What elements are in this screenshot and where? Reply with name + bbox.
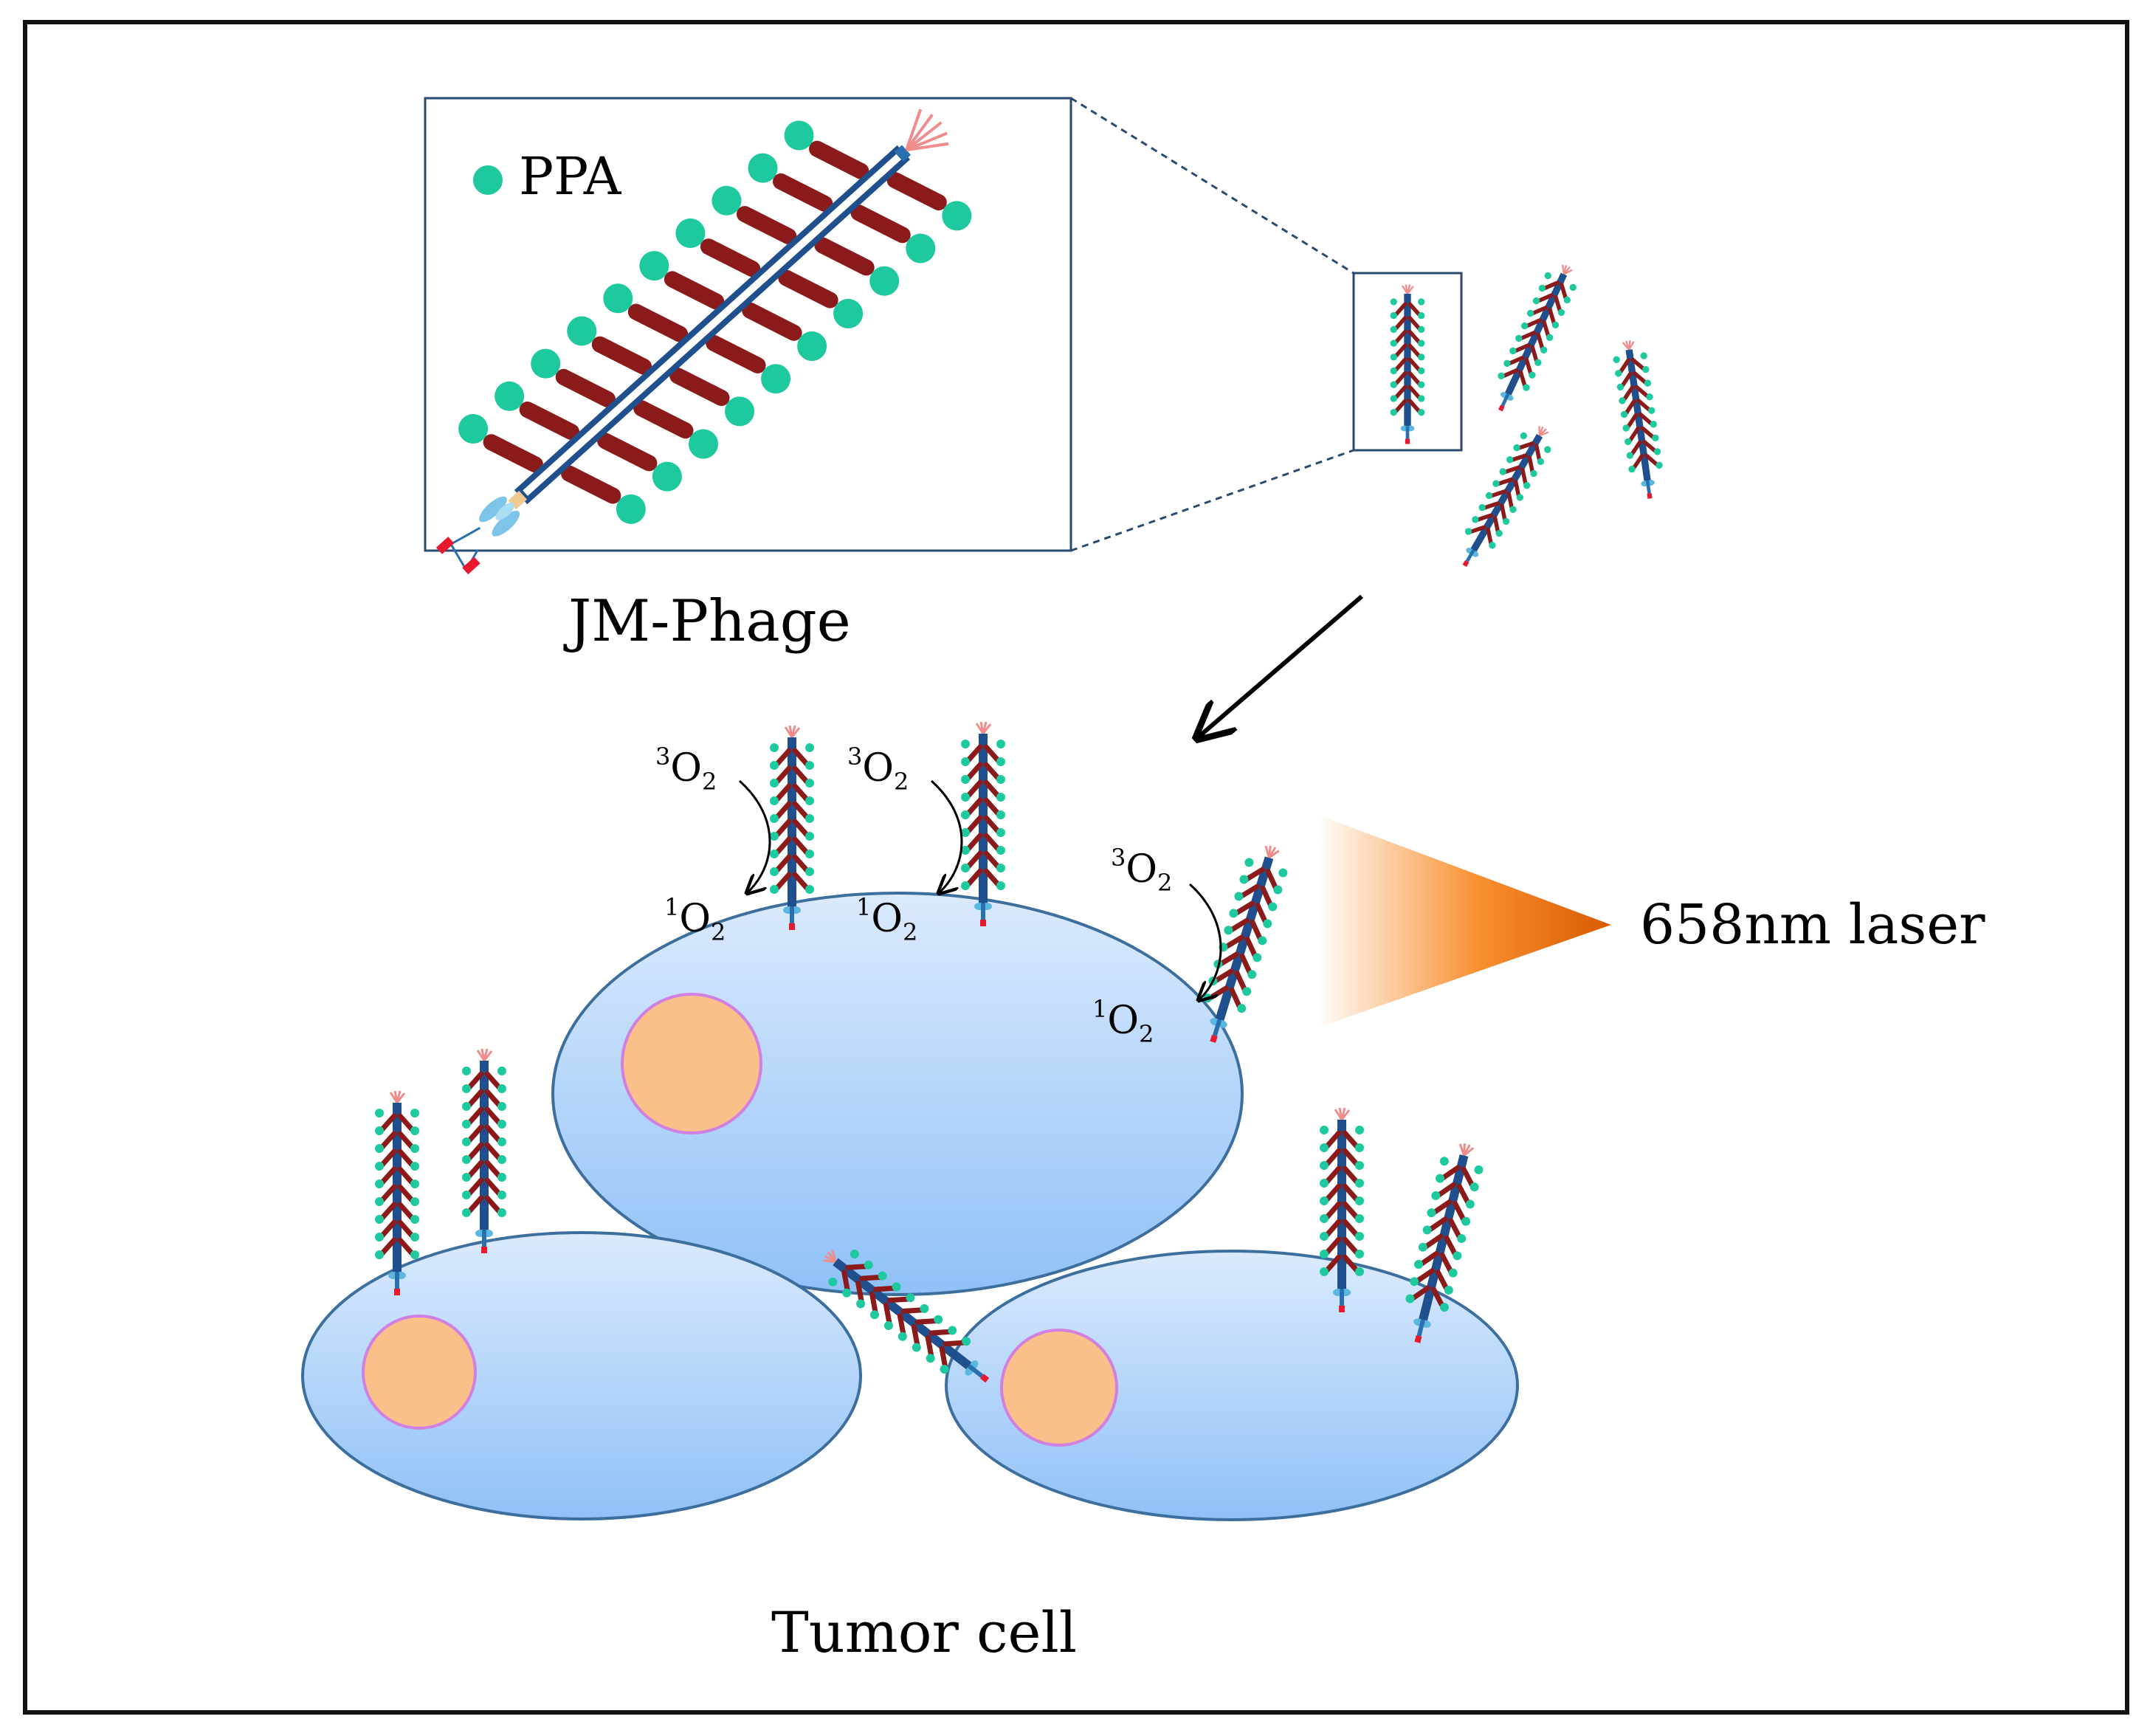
singlet-oxygen-label: 1O2 <box>664 893 726 946</box>
coat-protein-subunits <box>483 140 947 504</box>
ppa-molecule <box>833 298 864 328</box>
phage-base-proteins <box>435 490 527 575</box>
singlet-oxygen-label: 1O2 <box>1092 995 1154 1048</box>
ppa-molecule <box>567 316 597 346</box>
ppa-molecule <box>639 251 669 281</box>
coat-protein-subunit <box>664 271 725 310</box>
conversion-arrow <box>1188 883 1222 1000</box>
zoom-callout <box>1070 97 1463 552</box>
ppa-molecule <box>725 396 755 427</box>
coat-protein-subunit <box>742 302 802 341</box>
coat-protein-subunit <box>483 434 543 473</box>
outer-frame <box>23 20 2129 1715</box>
ppa-molecule <box>495 381 525 411</box>
ppa-molecule <box>784 120 814 151</box>
coat-protein-subunit <box>633 400 694 439</box>
cell-nucleus <box>1000 1329 1118 1447</box>
jm-phage-illustration <box>435 108 972 575</box>
ppa-legend-icon <box>473 165 503 195</box>
free-phage <box>1391 284 1425 444</box>
ppa-molecule <box>688 429 718 459</box>
bound-phage <box>961 722 1005 926</box>
coat-protein-subunit <box>809 140 869 179</box>
coat-protein-subunit <box>669 368 730 407</box>
coat-protein-subunit <box>597 433 658 472</box>
laser-label: 658nm laser <box>1640 893 1985 957</box>
free-phage <box>1450 419 1560 575</box>
free-phage <box>1485 258 1584 418</box>
triplet-oxygen-label: 3O2 <box>1111 844 1172 897</box>
cell-nucleus <box>621 993 762 1134</box>
cells-caption: Tumor cell <box>771 1599 1077 1665</box>
ppa-molecule <box>616 494 646 524</box>
inset-caption: JM-Phage <box>563 588 851 655</box>
laser-cone <box>1316 814 1611 1028</box>
oxygen-reactions: 3O2 1O2 3O2 1O2 3O2 1O2 <box>655 743 1222 1048</box>
bound-phage <box>462 1049 506 1253</box>
coat-protein-subunit <box>886 172 947 211</box>
ppa-molecule <box>712 185 742 216</box>
ppa-molecule <box>652 461 682 492</box>
ppa-molecule <box>869 266 900 296</box>
triplet-oxygen-label: 3O2 <box>847 743 909 796</box>
conversion-arrow <box>930 779 963 893</box>
targeting-arrow <box>1197 594 1363 738</box>
cell-nucleus <box>362 1315 477 1430</box>
ppa-molecule <box>748 153 778 183</box>
coat-protein-subunit <box>736 206 797 245</box>
ppa-molecule <box>603 283 633 314</box>
tumor-cell-top <box>551 892 1244 1296</box>
ppa-molecule <box>675 218 706 248</box>
laser-beam: 658nm laser <box>1316 814 1985 1028</box>
singlet-oxygen-label: 1O2 <box>856 893 917 946</box>
ppa-molecule <box>942 201 972 231</box>
free-phages <box>1391 258 1667 574</box>
tumor-cell-right <box>945 1250 1519 1521</box>
coat-protein-subunit <box>555 368 616 407</box>
coat-protein-subunit <box>700 238 761 278</box>
ppa-molecule <box>906 233 936 264</box>
zoom-box <box>1352 272 1463 452</box>
coat-protein-subunit <box>561 465 621 504</box>
ppa-legend-label: PPA <box>519 146 622 207</box>
ppa-molecule <box>531 348 561 379</box>
ppa-molecule <box>761 364 791 394</box>
tumor-cell-left <box>301 1231 862 1520</box>
reaction-1: 3O2 1O2 <box>655 743 771 946</box>
coat-protein-subunit <box>850 204 911 244</box>
triplet-oxygen-label: 3O2 <box>655 743 717 796</box>
coat-protein-subunit <box>706 334 766 373</box>
inset-panel: PPA JM-Phage <box>424 97 1072 655</box>
ppa-molecule <box>797 331 827 362</box>
coat-protein-subunit <box>814 237 875 276</box>
conversion-arrow <box>738 779 771 893</box>
phage-tail-fibers <box>905 108 949 152</box>
ppa-molecule <box>458 413 489 444</box>
coat-protein-subunit <box>778 269 838 309</box>
coat-protein-subunit <box>519 402 580 441</box>
coat-protein-subunit <box>591 336 652 375</box>
reaction-2: 3O2 1O2 <box>847 743 963 946</box>
coat-protein-subunit <box>627 303 689 342</box>
ppa-molecules <box>458 120 972 524</box>
coat-protein-subunit <box>773 173 833 212</box>
reaction-3: 3O2 1O2 <box>1092 844 1222 1048</box>
free-phage <box>1610 338 1667 500</box>
tumor-cells <box>301 892 1519 1521</box>
phage-head-cap <box>894 145 912 162</box>
